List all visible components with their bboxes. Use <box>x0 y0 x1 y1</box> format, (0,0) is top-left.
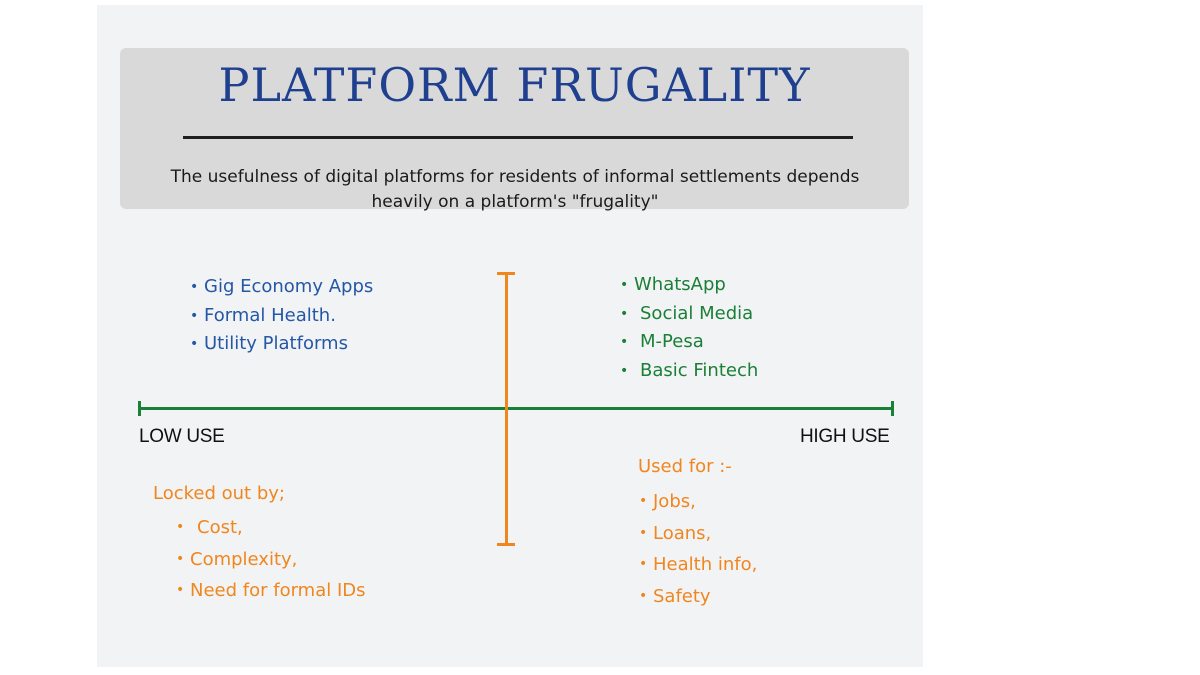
header-box <box>120 48 909 209</box>
used-for-item-label: Jobs, <box>653 491 696 512</box>
bullet-icon: • <box>639 493 648 509</box>
bullet-icon: • <box>620 305 629 322</box>
diagram-title: PLATFORM FRUGALITY <box>218 58 811 112</box>
high-use-platform-item: • WhatsApp <box>618 271 758 300</box>
high-use-platform-item-label: WhatsApp <box>634 274 726 295</box>
locked-out-item-label: Complexity, <box>190 548 298 570</box>
high-use-platform-item-label: Basic Fintech <box>640 359 759 381</box>
bullet-icon: • <box>639 587 648 604</box>
low-use-platform-item-label: Utility Platforms <box>204 333 348 354</box>
title-underline <box>183 136 853 139</box>
locked-out-heading: Locked out by; <box>153 483 285 504</box>
use-axis-right-cap <box>891 401 894 416</box>
low-use-platform-item: • Gig Economy Apps <box>188 273 373 302</box>
used-for-item-label: Health info, <box>653 554 758 575</box>
low-use-platform-item-label: Formal Health. <box>204 304 336 326</box>
locked-out-item-label: Cost, <box>197 517 243 538</box>
bullet-icon: • <box>190 336 199 352</box>
bullet-icon: • <box>190 279 199 295</box>
bullet-icon: • <box>176 519 185 535</box>
vertical-divider-line <box>505 274 508 546</box>
locked-out-item-label: Need for formal IDs <box>190 580 366 601</box>
use-axis-line <box>138 407 894 410</box>
used-for-item: • Jobs, <box>637 486 757 518</box>
locked-out-item: • Need for formal IDs <box>174 575 366 607</box>
high-use-label: HIGH USE <box>800 426 890 447</box>
locked-out-item: • Complexity, <box>174 544 366 576</box>
high-use-platform-item: • Social Media <box>618 300 758 329</box>
bullet-icon: • <box>176 550 185 567</box>
bullet-icon: • <box>639 556 648 572</box>
low-use-platform-item: • Formal Health. <box>188 302 373 331</box>
bullet-icon: • <box>176 582 185 598</box>
used-for-item-label: Safety <box>653 585 711 607</box>
locked-out-list: • Cost, • Complexity, • Need for formal IDs <box>174 512 366 607</box>
use-axis-left-cap <box>138 401 141 416</box>
locked-out-item: • Cost, <box>174 512 366 544</box>
used-for-item: • Loans, <box>637 518 757 550</box>
used-for-list: • Jobs, • Loans, • Health info, • Safety <box>637 486 757 612</box>
bullet-icon: • <box>639 524 648 541</box>
high-use-platform-list: • WhatsApp • Social Media • M-Pesa • Basic Fint… <box>618 271 758 385</box>
bullet-icon: • <box>620 362 629 379</box>
bullet-icon: • <box>620 334 629 350</box>
used-for-heading: Used for :- <box>638 456 732 477</box>
low-use-platform-list: • Gig Economy Apps • Formal Health. • Utility… <box>188 273 373 359</box>
diagram-subtitle: The usefulness of digital platforms for … <box>170 167 860 212</box>
used-for-item-label: Loans, <box>653 522 712 544</box>
vertical-divider-top-cap <box>497 272 515 275</box>
high-use-platform-item: • Basic Fintech <box>618 357 758 386</box>
bullet-icon: • <box>620 277 629 293</box>
used-for-item: • Safety <box>637 581 757 613</box>
high-use-platform-item-label: M-Pesa <box>640 331 704 352</box>
low-use-platform-item: • Utility Platforms <box>188 330 373 359</box>
bullet-icon: • <box>190 307 199 324</box>
high-use-platform-item: • M-Pesa <box>618 328 758 357</box>
used-for-item: • Health info, <box>637 549 757 581</box>
vertical-divider-bottom-cap <box>497 543 515 546</box>
low-use-platform-item-label: Gig Economy Apps <box>204 276 374 297</box>
high-use-platform-item-label: Social Media <box>640 302 754 324</box>
low-use-label: LOW USE <box>139 426 225 447</box>
